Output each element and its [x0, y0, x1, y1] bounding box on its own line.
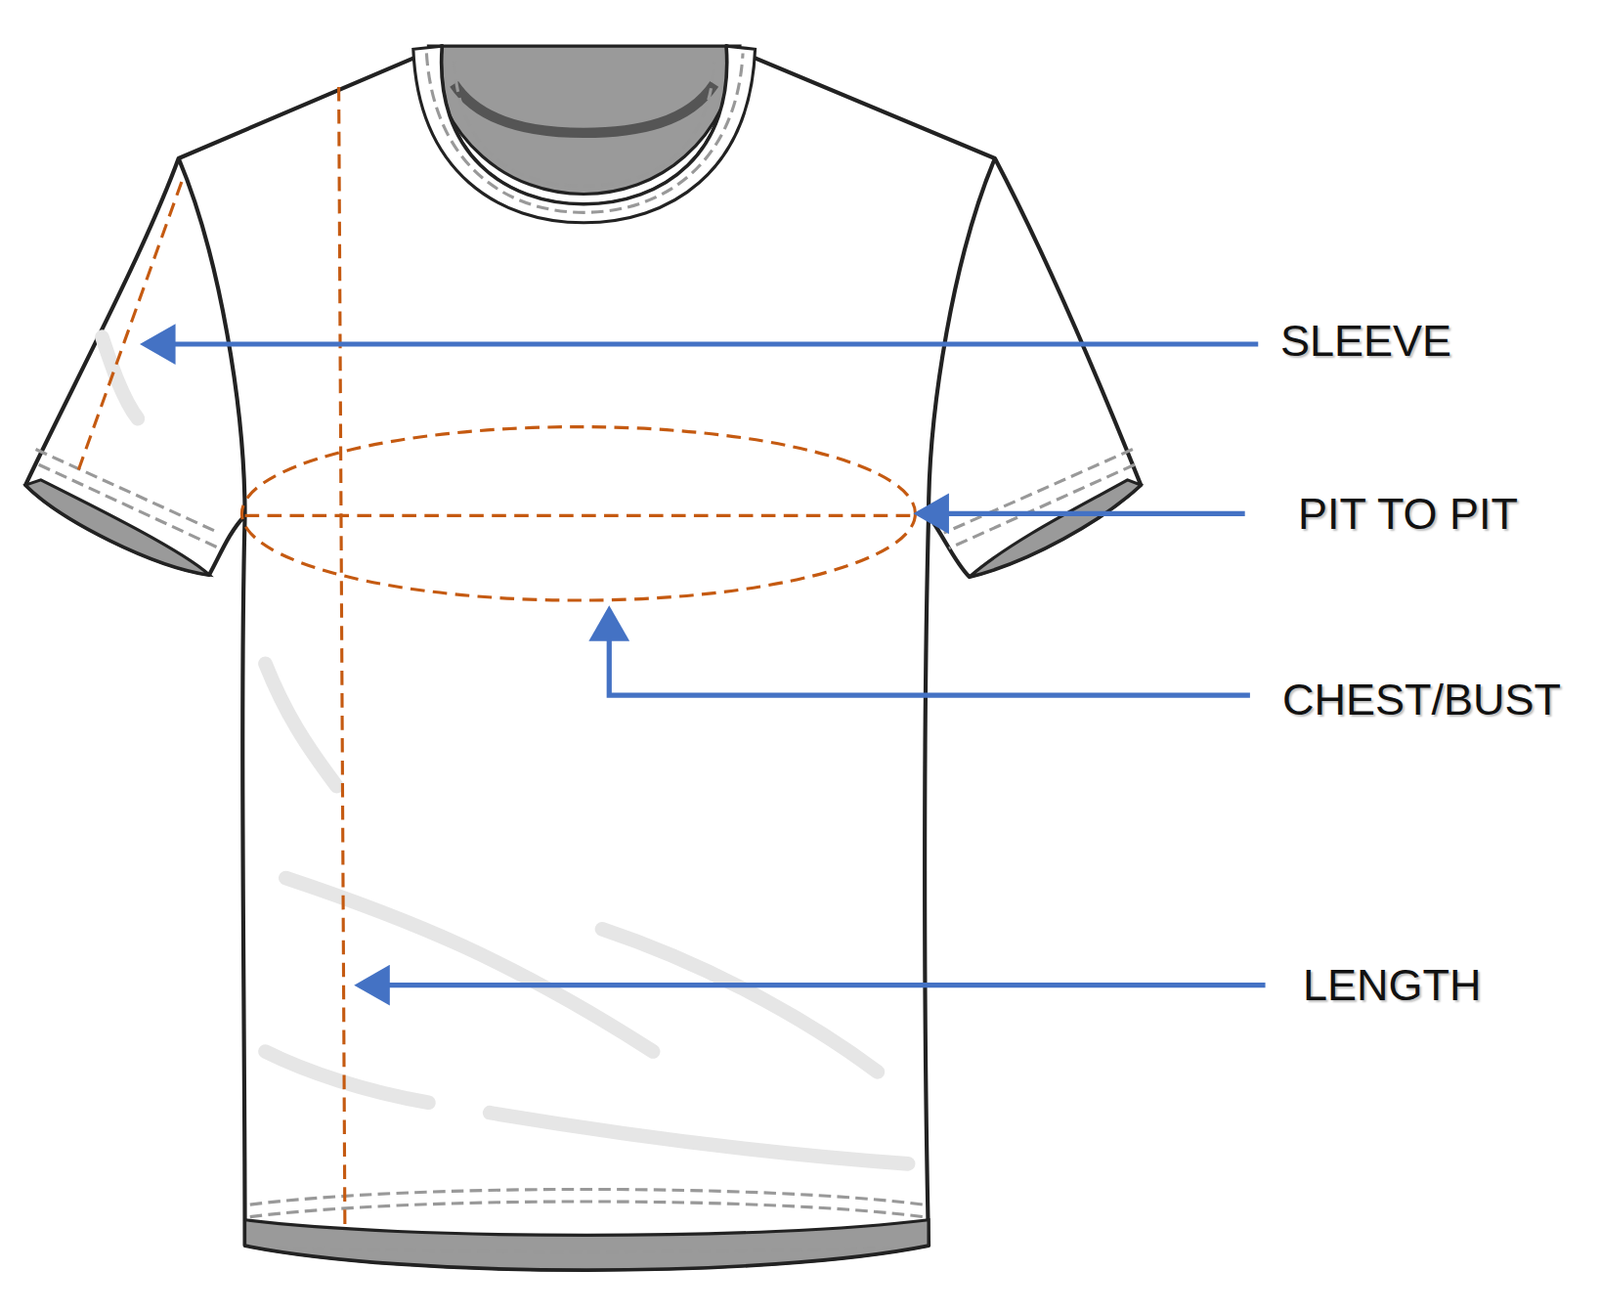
- chest-label: CHEST/BUST: [1282, 677, 1561, 722]
- fabric-folds: [101, 337, 909, 1165]
- hem-stitch: [250, 1188, 924, 1252]
- cuff-stitch: [36, 449, 220, 549]
- collar: [413, 45, 756, 223]
- collar-stitch: [426, 52, 743, 213]
- neck-label-band: [454, 84, 715, 133]
- shirt-outline: [25, 45, 1141, 1270]
- sleeve-label: SLEEVE: [1280, 318, 1452, 363]
- cuff-stitch: [944, 449, 1135, 549]
- measure-lines: [78, 86, 915, 1225]
- armhole-seam: [178, 158, 246, 516]
- pit-to-pit-label: PIT TO PIT: [1297, 491, 1518, 536]
- length-label: LENGTH: [1302, 962, 1482, 1007]
- hem-band: [245, 1219, 929, 1270]
- leader-arrows: [144, 344, 1265, 986]
- armhole-seam: [928, 158, 995, 516]
- sleeve-cuff: [25, 479, 210, 575]
- collar-stitch: [454, 61, 715, 186]
